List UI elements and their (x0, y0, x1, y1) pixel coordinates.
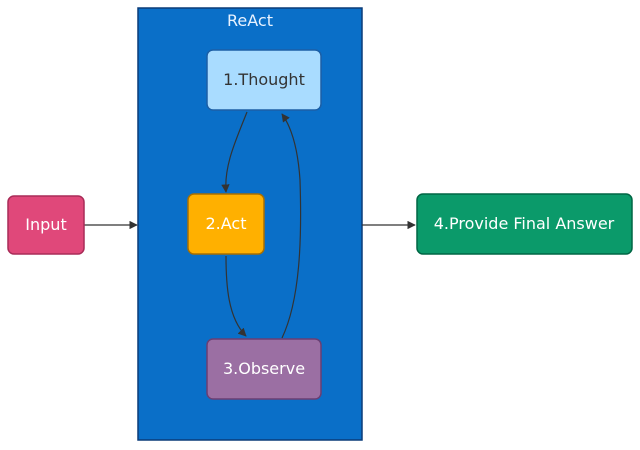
edge-observe-to-thought (281, 113, 302, 339)
edges (84, 111, 416, 339)
edge-thought-to-act (221, 111, 248, 193)
node-thought-box (206, 49, 322, 111)
node-input-box (7, 195, 85, 255)
node-act-box (187, 193, 265, 255)
node-final-answer: 4.Provide Final Answer (416, 193, 633, 255)
node-input: Input (7, 195, 85, 255)
node-final-answer-box (416, 193, 633, 255)
node-input-label: Input (25, 215, 66, 234)
node-observe: 3.Observe (206, 338, 322, 400)
node-thought-label: 1.Thought (223, 70, 305, 89)
node-act-label: 2.Act (206, 214, 247, 233)
node-observe-label: 3.Observe (223, 359, 305, 378)
node-act: 2.Act (187, 193, 265, 255)
node-thought: 1.Thought (206, 49, 322, 111)
edge-act-to-observe (225, 255, 247, 337)
react-group-label: ReAct (227, 11, 273, 30)
node-observe-box (206, 338, 322, 400)
node-final-answer-label: 4.Provide Final Answer (434, 214, 615, 233)
